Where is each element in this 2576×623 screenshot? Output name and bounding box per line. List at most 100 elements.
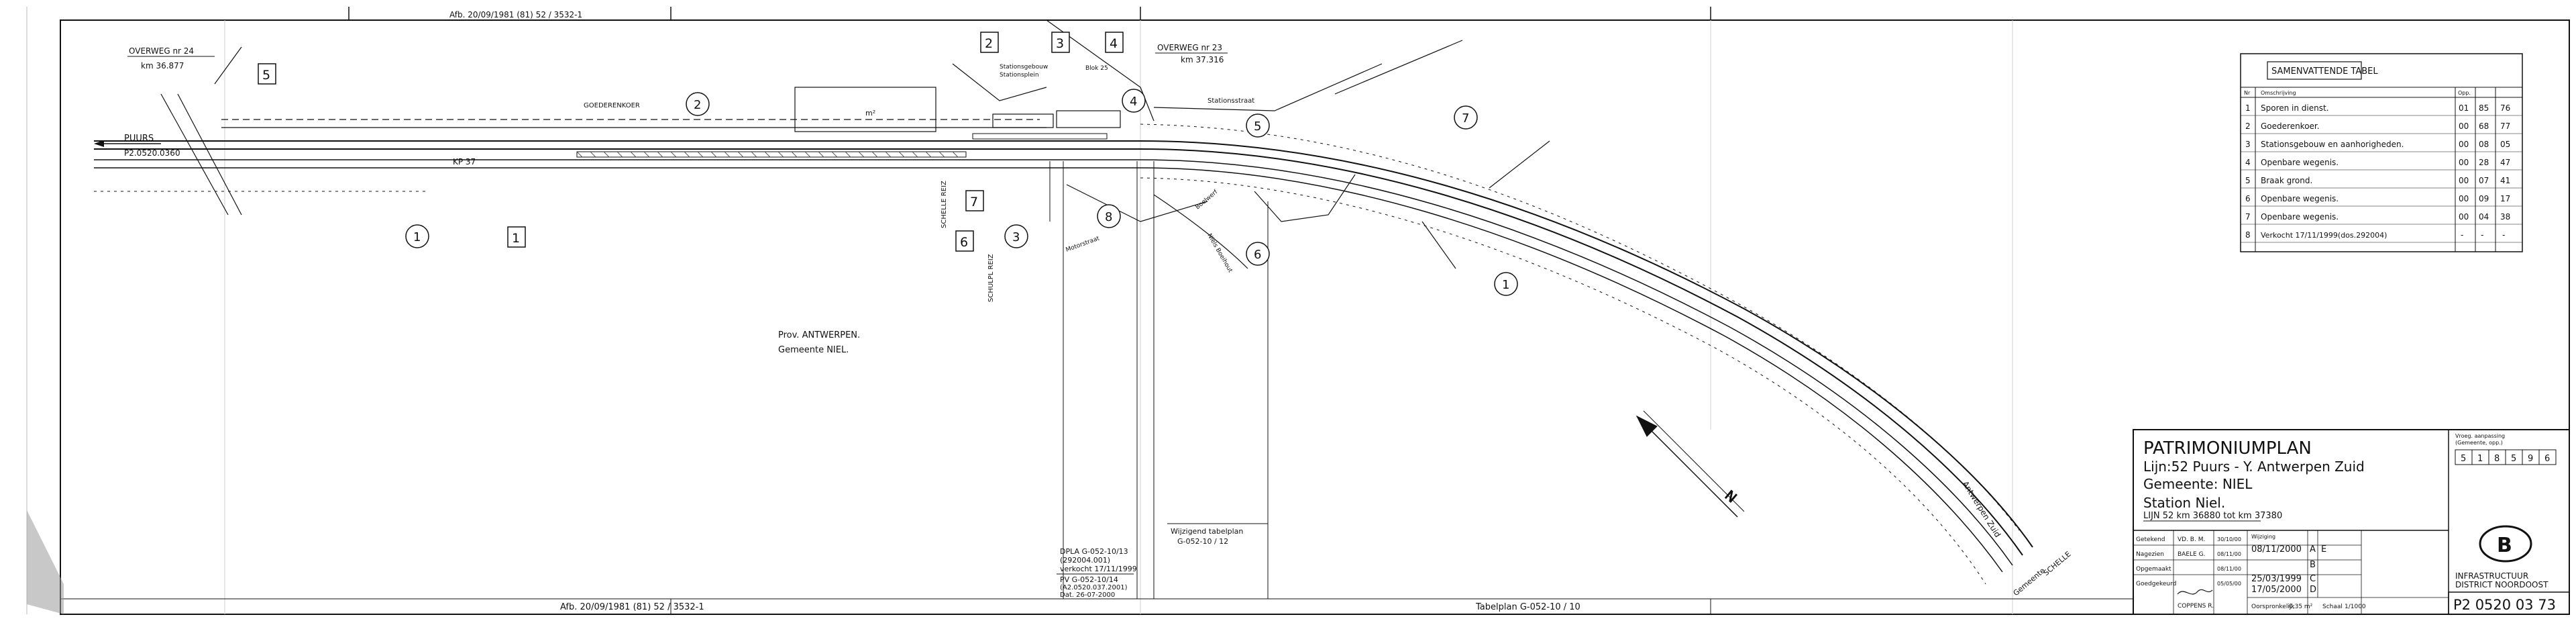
svg-text:17/05/2000: 17/05/2000: [2251, 585, 2302, 595]
parcel-box: [258, 63, 276, 85]
road-station: [952, 63, 1047, 101]
svg-text:00: 00: [2459, 212, 2469, 222]
svg-text:-: -: [2502, 230, 2505, 240]
table-row: 5 Braak grond. 00 07 41: [2245, 176, 2510, 185]
summary-table: SAMENVATTENDE TABEL Nr Omschrijving Opp.…: [2240, 53, 2523, 252]
svg-text:09: 09: [2479, 194, 2489, 203]
railway-logo: [2479, 525, 2532, 563]
svg-text:08: 08: [2479, 140, 2489, 149]
summary-table-title: SAMENVATTENDE TABEL: [2271, 66, 2378, 77]
overweg-23-label: OVERWEG nr 23: [1157, 43, 1222, 52]
svg-text:47: 47: [2500, 158, 2510, 167]
svg-text:5: 5: [2245, 176, 2251, 185]
svg-text:01: 01: [2459, 103, 2469, 113]
svg-text:Goederenkoer.: Goederenkoer.: [2261, 122, 2320, 131]
schelle-reiz-label: SCHELLE REIZ: [941, 181, 948, 228]
parcel-circle: [1454, 105, 1478, 130]
road-motorstraat: [1066, 184, 1208, 222]
title-block: PATRIMONIUMPLAN Lijn:52 Puurs - Y. Antwe…: [2133, 429, 2570, 615]
table-row: 8 Verkocht 17/11/1999(dos.292004) - - -: [2245, 230, 2505, 240]
parcel-circle: [1246, 113, 1270, 138]
svg-text:00: 00: [2459, 158, 2469, 167]
svg-text:17: 17: [2500, 194, 2510, 203]
parcel-box: [507, 226, 526, 248]
svg-text:68: 68: [2479, 122, 2489, 131]
fold-shadow: [27, 510, 64, 614]
stationsstraat-label: Stationsstraat: [1208, 97, 1254, 105]
svg-text:9: 9: [2528, 454, 2533, 464]
area-unit-label: m²: [865, 109, 875, 117]
plan-line: Lijn:52 Puurs - Y. Antwerpen Zuid: [2143, 459, 2365, 475]
svg-text:D: D: [2310, 585, 2316, 595]
top-reference: Afb. 20/09/1981 (81) 52 / 3532-1: [449, 10, 582, 19]
svg-text:1/1000: 1/1000: [2345, 604, 2366, 610]
svg-text:Braak grond.: Braak grond.: [2261, 176, 2312, 185]
parcel-box: [1105, 32, 1124, 53]
svg-text:Openbare wegenis.: Openbare wegenis.: [2261, 194, 2339, 203]
road-south-branch: [1153, 194, 1248, 269]
svg-text:Openbare wegenis.: Openbare wegenis.: [2261, 158, 2339, 167]
svg-text:76: 76: [2500, 103, 2510, 113]
parcel-circle: [1122, 89, 1146, 113]
svg-text:25/03/1999: 25/03/1999: [2251, 574, 2302, 584]
property-boundary-south-curve: [1140, 177, 1986, 585]
svg-text:Getekend: Getekend: [2136, 536, 2165, 543]
svg-text:Wijziging: Wijziging: [2251, 534, 2275, 540]
side-label-2: (Gemeente, opp.): [2455, 440, 2503, 446]
bottom-reference: Afb. 20/09/1981 (81) 52 / 3532-1: [560, 602, 704, 612]
svg-text:-: -: [2461, 230, 2463, 240]
parcel-box: [980, 32, 999, 53]
svg-text:00: 00: [2459, 140, 2469, 149]
parcel-circle: [405, 224, 429, 248]
overweg-23-km: km 37.316: [1181, 55, 1224, 64]
road-stationsstraat: [1153, 63, 1383, 111]
station-building: [992, 113, 1054, 128]
svg-text:7: 7: [2245, 212, 2251, 222]
parcel-circle: [1246, 242, 1270, 266]
wijzigend-line-1: Wijzigend tabelplan: [1171, 527, 1243, 536]
svg-text:8: 8: [1105, 210, 1112, 224]
dpla-line-1: DPLA G-052-10/13: [1060, 547, 1128, 556]
svg-text:85: 85: [2479, 103, 2489, 113]
pv-line-3: Dat. 26-07-2000: [1060, 591, 1115, 599]
province-label: Prov. ANTWERPEN.: [778, 330, 860, 340]
track-main-1: [94, 140, 2033, 548]
org-line-2: DISTRICT NOORDOOST: [2455, 580, 2548, 589]
svg-text:1: 1: [1502, 278, 1509, 292]
svg-text:Nagezien: Nagezien: [2136, 551, 2164, 558]
svg-text:05: 05: [2500, 140, 2510, 149]
kp-label: KP 37: [453, 157, 476, 166]
svg-text:28: 28: [2479, 158, 2489, 167]
col-nr: Nr: [2244, 90, 2251, 96]
svg-text:4: 4: [2245, 158, 2251, 167]
blok-label: Blok 25: [1085, 65, 1108, 72]
bottom-plan-reference: Tabelplan G-052-10 / 10: [1475, 602, 1580, 612]
track-main-3: [94, 159, 2013, 566]
goods-yard-building: [794, 87, 936, 132]
svg-text:3: 3: [1012, 230, 1020, 244]
signature: [2177, 589, 2213, 595]
svg-text:Goedgekeurd: Goedgekeurd: [2136, 581, 2176, 587]
svg-text:3: 3: [2245, 140, 2251, 149]
svg-text:7: 7: [1462, 111, 1469, 126]
parcel-circle: [1097, 204, 1121, 228]
svg-text:2: 2: [694, 98, 701, 112]
logo-letter: B: [2497, 534, 2512, 557]
svg-text:08/11/2000: 08/11/2000: [2251, 544, 2302, 555]
svg-text:E: E: [2321, 544, 2326, 555]
overweg-24-label: OVERWEG nr 24: [129, 46, 194, 56]
svg-text:2: 2: [985, 36, 993, 51]
svg-text:Sporen in dienst.: Sporen in dienst.: [2261, 103, 2329, 113]
pv-line-1: PV G-052-10/14: [1060, 575, 1118, 584]
svg-text:6: 6: [960, 235, 968, 250]
parcel-circle: [1004, 224, 1028, 248]
roads: [160, 19, 1550, 599]
wijzigend-line-2: G-052-10 / 12: [1177, 537, 1228, 546]
svg-text:Openbare wegenis.: Openbare wegenis.: [2261, 212, 2339, 222]
svg-text:Verkocht 17/11/1999(dos.292004: Verkocht 17/11/1999(dos.292004): [2261, 231, 2387, 240]
svg-text:VD. B. M.: VD. B. M.: [2178, 536, 2205, 543]
overweg-24-km: km 36.877: [141, 61, 184, 70]
parcel-box: [955, 230, 974, 252]
parcel-box: [1051, 32, 1070, 53]
svg-text:5: 5: [262, 68, 270, 83]
